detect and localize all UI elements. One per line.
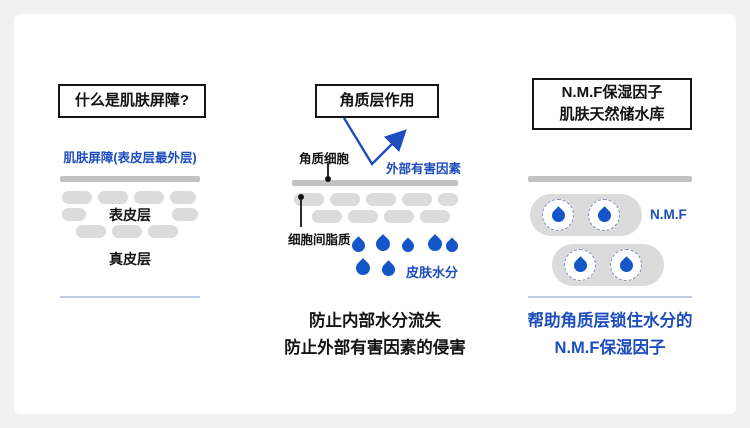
right-caption-line2: N.M.F保湿因子 [554,339,666,357]
lipid-connector-dot [298,194,304,200]
harmful-factor-label: 外部有害因素 [386,162,462,176]
corneocyte-connector-line [327,163,329,179]
left-panel-title: 什么是肌肤屏障? [74,91,190,109]
left-panel-title-box: 什么是肌肤屏障? [58,84,206,118]
water-drop-icon [570,255,590,275]
skin-cell [170,191,196,204]
nmf-label: N.M.F [650,207,687,222]
right-underline [528,296,692,298]
skin-cell [148,225,178,238]
stratum-corneum-bar-middle [292,180,458,186]
left-underline [60,296,200,298]
deflect-arrow-icon [342,117,407,166]
skin-cell [384,210,414,223]
right-caption-line1: 帮助角质层锁住水分的 [527,312,693,330]
right-panel-title-line1: N.M.F保湿因子 [561,83,663,101]
skin-cell [420,210,450,223]
corneocyte-connector-dot [325,176,331,182]
skin-barrier-label: 肌肤屏障(表皮层最外层) [63,151,197,165]
nmf-cell-blob [530,194,642,236]
middle-panel-title-box: 角质层作用 [315,84,439,118]
corneocyte-label: 角质细胞 [299,152,350,166]
water-drop-icon [594,205,614,225]
nmf-droplet-circle [588,199,620,231]
skin-cell [172,208,198,221]
epidermis-label: 表皮层 [109,207,151,223]
skin-cell [112,225,142,238]
skin-cell [330,193,360,206]
right-panel-title-box: N.M.F保湿因子 肌肤天然储水库 [532,78,692,130]
nmf-cell-blob [552,244,664,286]
skin-cell [348,210,378,223]
nmf-droplet-circle [542,199,574,231]
skin-cell [312,210,342,223]
skin-cell [438,193,458,206]
skin-cell [402,193,432,206]
nmf-droplet-circle [610,249,642,281]
lipid-connector-line [300,199,302,227]
skin-moisture-label: 皮肤水分 [406,265,459,280]
skin-cell [62,191,92,204]
right-panel-title-line2: 肌肤天然储水库 [559,106,665,123]
stratum-corneum-bar-right [528,176,692,182]
stratum-corneum-bar-left [60,176,200,182]
middle-panel-title: 角质层作用 [339,91,415,109]
intercellular-lipid-label: 细胞间脂质 [288,233,351,247]
middle-caption-line2: 防止外部有害因素的侵害 [284,339,466,357]
skin-cell [76,225,106,238]
middle-caption-line1: 防止内部水分流失 [309,312,441,330]
dermis-label: 真皮层 [109,251,151,267]
skin-cell [98,191,128,204]
water-drop-icon [548,205,568,225]
nmf-droplet-circle [564,249,596,281]
skin-cell [134,191,164,204]
skin-cell [366,193,396,206]
skin-cell [62,208,86,221]
water-drop-icon [616,255,636,275]
